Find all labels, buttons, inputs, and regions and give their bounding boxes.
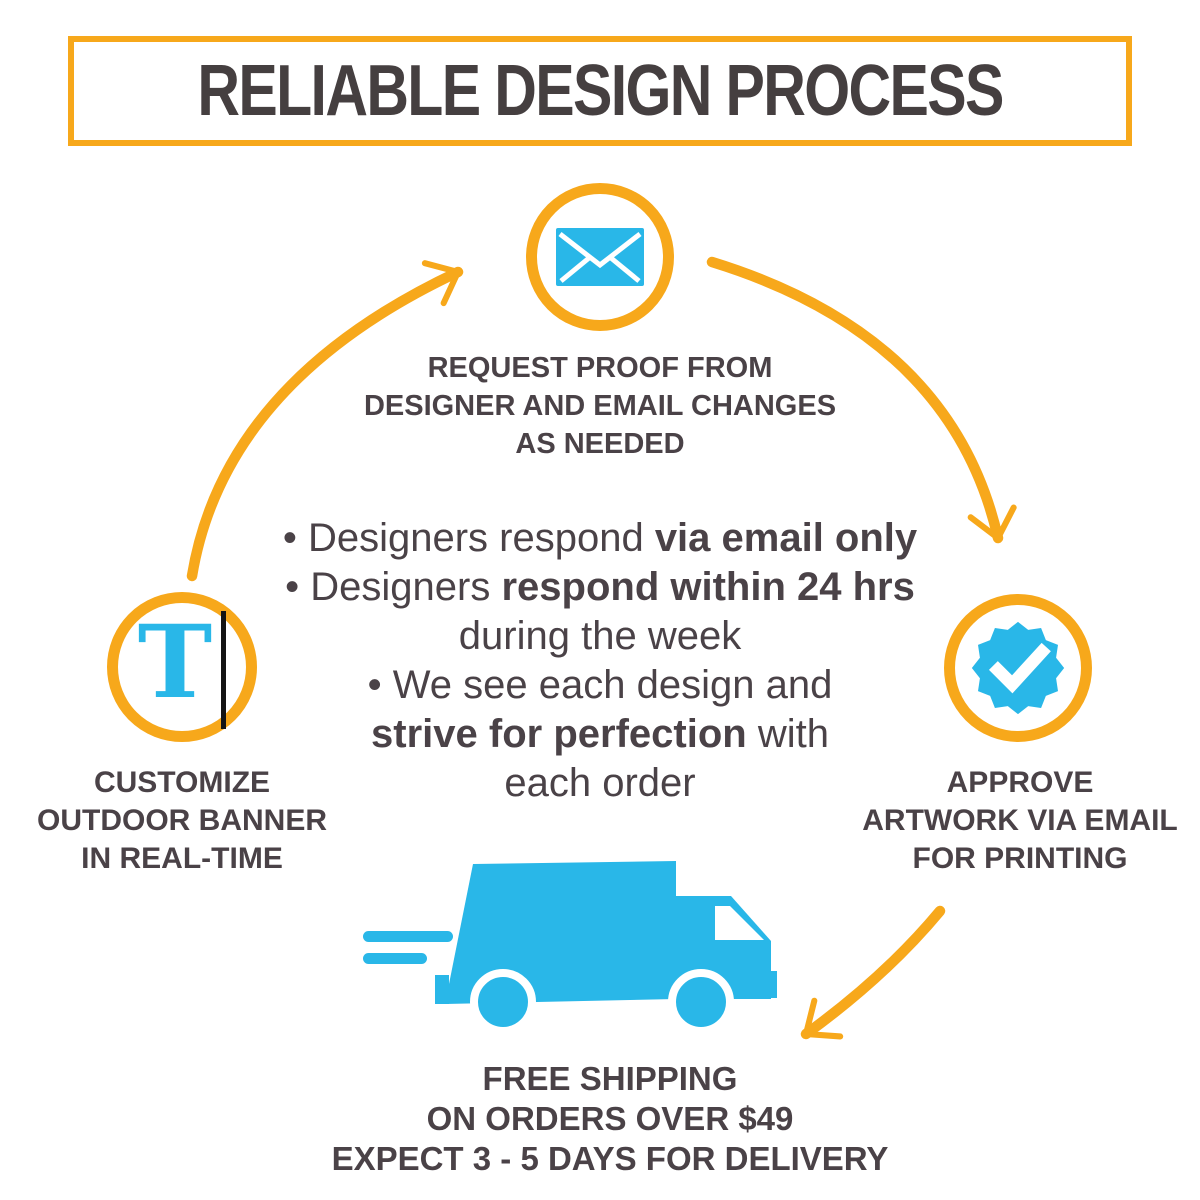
customize-label: CUSTOMIZE OUTDOOR BANNER IN REAL-TIME [37,766,327,875]
arrow-approve-to-shipping-icon [800,905,946,1040]
step-approve [944,594,1092,742]
envelope-icon [556,228,644,286]
arrow-customize-to-proof-icon [186,260,464,582]
designer-notes: • Designers respond via email only• Desi… [282,516,918,805]
title-banner: RELIABLE DESIGN PROCESS [68,36,1132,146]
page-title: RELIABLE DESIGN PROCESS [197,51,1004,131]
shipping-label: FREE SHIPPING ON ORDERS OVER $49 EXPECT … [331,1060,889,1177]
step-request-proof [526,183,674,331]
text-cursor-bar-icon [221,611,227,729]
arrow-proof-to-approve-icon [706,256,1017,544]
text-tool-letter: T [137,603,213,721]
approve-label: APPROVE ARTWORK VIA EMAIL FOR PRINTING [862,766,1178,875]
text-cursor-icon: T [137,603,227,729]
delivery-truck-icon [363,861,777,1035]
step-customize: T [107,592,257,742]
approved-badge-icon [971,621,1065,715]
request-proof-label: REQUEST PROOF FROM DESIGNER AND EMAIL CH… [363,352,837,460]
